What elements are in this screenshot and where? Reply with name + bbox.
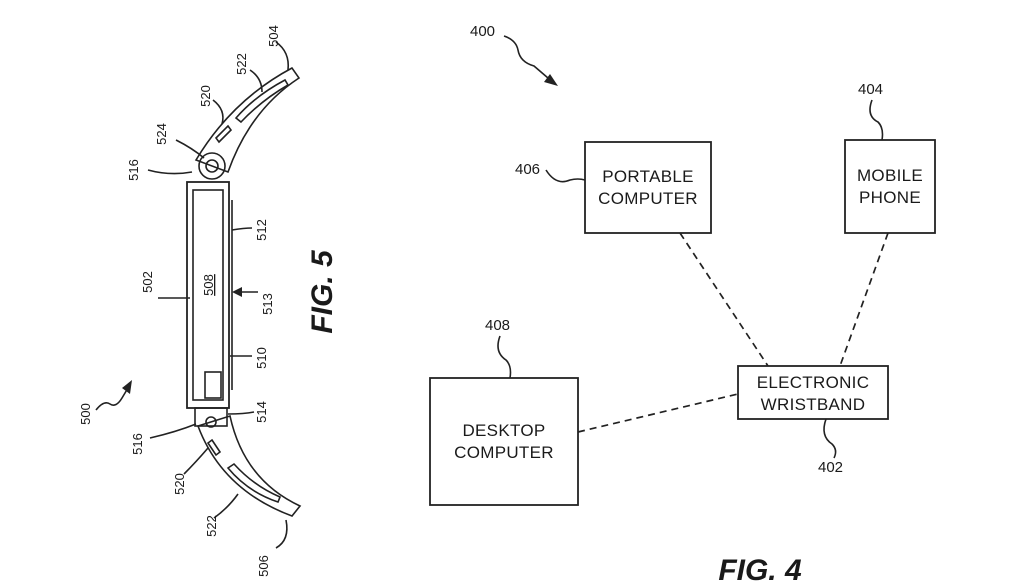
fig5-bottom-band-slot xyxy=(226,462,282,503)
fig5-bottom-band xyxy=(196,414,302,517)
ref-508: 508 xyxy=(201,274,216,296)
edge-mobile-wristband xyxy=(839,232,889,367)
leader-402 xyxy=(823,418,837,459)
arrow-513 xyxy=(232,287,242,297)
ref-516-bottom: 516 xyxy=(130,433,145,455)
leader-504 xyxy=(275,41,290,71)
ref-516-top: 516 xyxy=(126,159,141,181)
ref-504: 504 xyxy=(266,25,281,47)
arrow-500 xyxy=(122,380,132,394)
fig5-top-hinge-inner xyxy=(205,159,219,173)
node-desktop-line2: COMPUTER xyxy=(454,443,554,462)
fig5-top-band xyxy=(194,66,301,174)
leader-516-bottom xyxy=(149,423,197,439)
ref-522-top: 522 xyxy=(234,53,249,75)
ref-522-bottom: 522 xyxy=(204,515,219,537)
leader-408 xyxy=(497,335,512,379)
ref-520-bottom: 520 xyxy=(172,473,187,495)
leader-520-top xyxy=(212,99,224,125)
ref-406: 406 xyxy=(515,161,540,178)
fig4-system-diagram: 400 PORTABLE COMPUTER 406 MOBILE PHONE 4… xyxy=(429,23,936,587)
ref-402: 402 xyxy=(818,459,843,476)
squiggle-500 xyxy=(95,387,129,411)
leader-514 xyxy=(227,411,255,415)
node-wristband-line2: WRISTBAND xyxy=(761,395,866,414)
arrow-400 xyxy=(544,74,558,86)
leader-406 xyxy=(545,169,586,183)
leader-522-top xyxy=(249,69,263,93)
fig5-housing xyxy=(186,181,230,409)
fig5-bottom-hinge-pin xyxy=(205,416,217,428)
node-mobile-line2: PHONE xyxy=(859,188,921,207)
ref-514: 514 xyxy=(254,401,269,423)
ref-404: 404 xyxy=(858,81,883,98)
ref-513: 513 xyxy=(260,293,275,315)
fig4-title: FIG. 4 xyxy=(718,554,802,587)
node-portable-computer xyxy=(584,141,712,234)
leader-506 xyxy=(275,519,288,549)
ref-510: 510 xyxy=(254,347,269,369)
node-wristband-line1: ELECTRONIC xyxy=(757,373,870,392)
ref-520-top: 520 xyxy=(198,85,213,107)
node-desktop-line1: DESKTOP xyxy=(462,421,545,440)
leader-512 xyxy=(231,227,253,231)
node-portable-line1: PORTABLE xyxy=(602,167,694,186)
fig5-housing-inner xyxy=(192,189,224,401)
fig5-wristband-drawing: 504 522 520 524 516 512 502 508 513 510 … xyxy=(78,25,339,577)
fig5-top-band-slot-2 xyxy=(214,124,233,144)
ref-506: 506 xyxy=(256,555,271,577)
ref-524: 524 xyxy=(154,123,169,145)
ref-512: 512 xyxy=(254,219,269,241)
fig5-top-band-slot xyxy=(234,78,290,124)
leader-520-bottom xyxy=(183,447,209,475)
squiggle-400 xyxy=(503,35,549,79)
fig5-bottom-band-slot-2 xyxy=(206,438,222,457)
fig5-title: FIG. 5 xyxy=(306,249,339,334)
node-electronic-wristband xyxy=(737,365,889,420)
leader-522-bottom xyxy=(213,493,239,519)
ref-500: 500 xyxy=(78,403,93,425)
fig5-battery xyxy=(204,371,222,399)
ref-400: 400 xyxy=(470,23,495,40)
edge-portable-wristband xyxy=(679,232,769,367)
node-portable-line2: COMPUTER xyxy=(598,189,698,208)
node-mobile-phone xyxy=(844,139,936,234)
edge-desktop-wristband xyxy=(577,393,739,433)
ref-502: 502 xyxy=(140,271,155,293)
leader-404 xyxy=(869,99,884,141)
leader-524 xyxy=(175,139,205,159)
ref-408: 408 xyxy=(485,317,510,334)
node-mobile-line1: MOBILE xyxy=(857,166,923,185)
leader-516-top xyxy=(147,169,193,175)
fig5-top-hinge-outer xyxy=(198,152,226,180)
node-desktop-computer xyxy=(429,377,579,506)
